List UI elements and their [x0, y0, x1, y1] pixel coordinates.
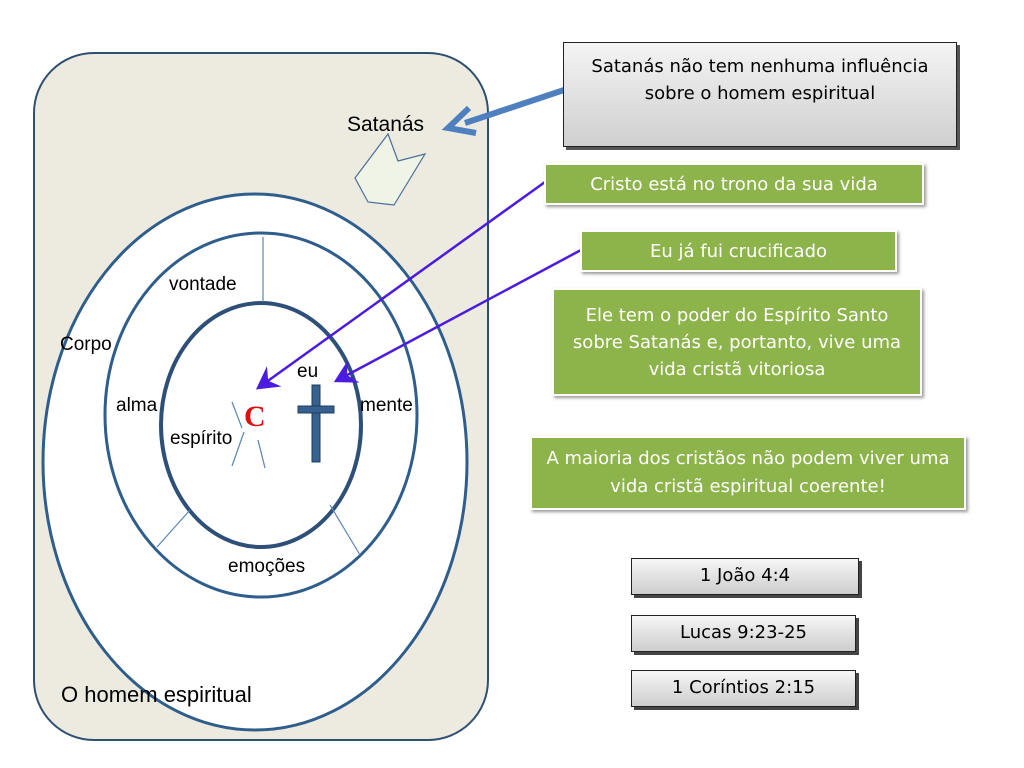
spirit-divider-a: [231, 401, 243, 429]
satan-note-box: Satanás não tem nenhuma influência sobre…: [563, 42, 957, 147]
emotions-label: emoções: [228, 556, 306, 577]
spirit-label: espírito: [170, 428, 233, 449]
power-text: Ele tem o poder do Espírito Santo sobre …: [572, 304, 902, 380]
satan-label: Satanás: [347, 113, 425, 136]
body-label: Corpo: [60, 334, 112, 355]
self-label: eu: [297, 361, 319, 382]
satan-note-text: Satanás não tem nenhuma influência sobre…: [591, 56, 929, 104]
spirit-divider-b: [231, 431, 245, 467]
crucified-text: Eu já fui crucificado: [649, 240, 828, 262]
reference-button-1[interactable]: 1 João 4:4: [631, 558, 859, 595]
satan-arrow: [441, 87, 565, 136]
soul-label: alma: [116, 395, 158, 416]
christ-throne-text: Cristo está no trono da sua vida: [590, 173, 878, 195]
soul-divider-left: [156, 509, 191, 548]
reference-button-2[interactable]: Lucas 9:23-25: [631, 615, 856, 652]
satan-shape: [354, 132, 427, 206]
mind-label: mente: [360, 395, 413, 416]
spirit-divider-c: [257, 439, 266, 469]
diagram-title: O homem espiritual: [61, 682, 252, 707]
majority-box: A maioria dos cristãos não podem viver u…: [530, 436, 966, 510]
majority-text: A maioria dos cristãos não podem viver u…: [546, 448, 950, 497]
will-label: vontade: [169, 274, 237, 295]
christ-throne-box: Cristo está no trono da sua vida: [544, 163, 924, 205]
crucified-box: Eu já fui crucificado: [580, 230, 897, 272]
christ-arrow: [255, 180, 546, 390]
power-box: Ele tem o poder do Espírito Santo sobre …: [552, 288, 922, 396]
reference-button-3[interactable]: 1 Coríntios 2:15: [631, 670, 856, 707]
spirit-circle: [159, 301, 363, 549]
crucified-arrow: [333, 248, 582, 383]
christ-label: C: [244, 400, 266, 433]
cross-icon: [297, 384, 335, 463]
soul-divider-right: [329, 504, 361, 556]
